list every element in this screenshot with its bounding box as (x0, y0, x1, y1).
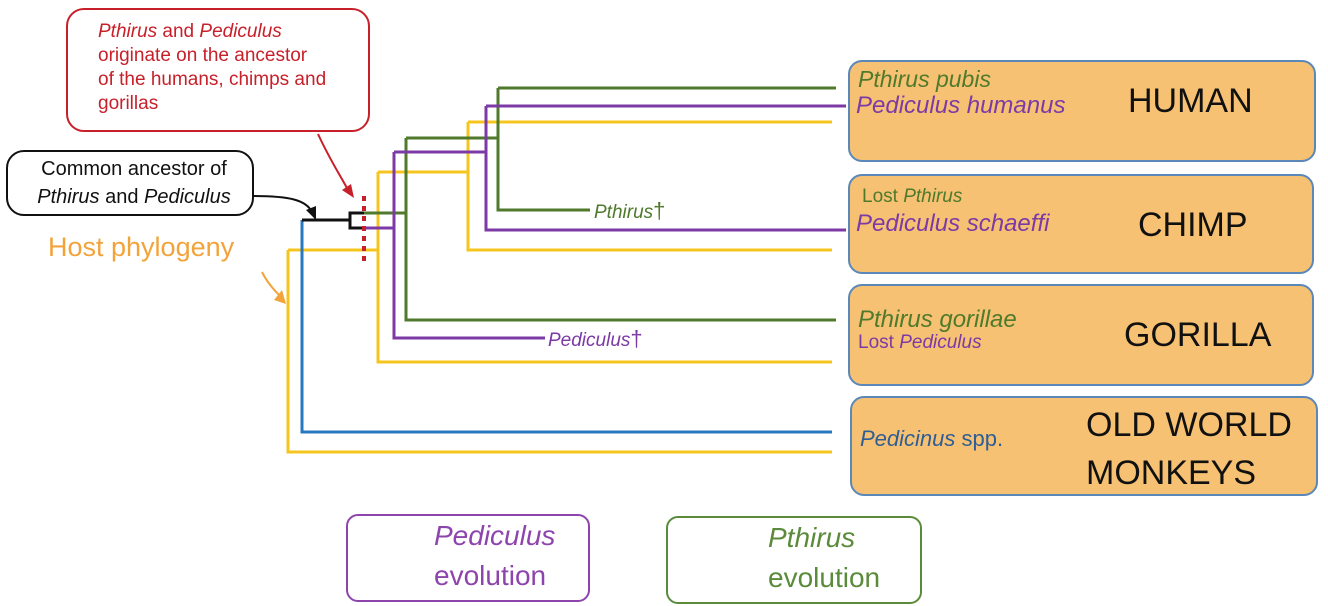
host-name-chimp: CHIMP (1138, 206, 1248, 244)
ancestor-callout: Common ancestor of Pthirus and Pediculus (6, 150, 254, 216)
legend-pediculus-word: evolution (434, 560, 547, 591)
lost-genus: Pediculus (899, 332, 982, 353)
origin-callout-line2: originate on the ancestor (98, 45, 308, 66)
ancestor-callout-line1: Common ancestor of (41, 158, 227, 180)
legend-pediculus-genus: Pediculus (434, 520, 556, 551)
extinct-pediculus-genus: Pediculus (548, 330, 631, 351)
louse-pthirus-pubis: Pthirus pubis (858, 66, 991, 92)
origin-callout-line3: of the humans, chimps and (98, 69, 327, 90)
louse-pediculus-schaeffi: Pediculus schaeffi (856, 210, 1050, 237)
origin-callout: Pthirus and Pediculus originate on the a… (66, 8, 370, 132)
pediculus-tree (364, 104, 846, 340)
origin-genus1: Pthirus (98, 21, 158, 42)
lost-prefix: Lost (862, 186, 904, 207)
host-box-old-world-monkeys: Pedicinus spp. OLD WORLD MONKEYS (850, 396, 1318, 496)
extinct-pediculus-label: Pediculus† (548, 326, 643, 352)
pthirus-human (496, 88, 590, 212)
pediculus-gorilla (392, 152, 545, 340)
host-branch-chimp (466, 122, 832, 252)
host-name-human: HUMAN (1128, 82, 1253, 120)
louse-pediculus-humanus: Pediculus humanus (856, 92, 1066, 119)
origin-and: and (157, 21, 200, 42)
origin-callout-line1: Pthirus and Pediculus (98, 20, 354, 44)
host-box-gorilla: Pthirus gorillae Lost Pediculus GORILLA (848, 284, 1314, 386)
legend-pthirus: Pthirus evolution (666, 516, 922, 604)
ancestor-callout-line2: Pthirus and Pediculus (26, 183, 242, 211)
ancestor-stub (348, 220, 364, 230)
ancestor-arrowhead (306, 206, 316, 220)
pedicinus-suffix: spp. (955, 426, 1004, 451)
ancestor-and: and (99, 186, 144, 208)
louse-lost-pediculus: Lost Pediculus (858, 332, 982, 354)
dagger-icon: † (653, 198, 666, 223)
pthirus-tree (364, 86, 836, 322)
pthirus-gorilla (404, 138, 836, 322)
legend-pediculus: Pediculus evolution (346, 514, 590, 602)
extinct-pthirus-label: Pthirus† (594, 198, 665, 224)
legend-pthirus-genus: Pthirus (768, 522, 856, 553)
host-name-gorilla: GORILLA (1124, 316, 1272, 354)
legend-pthirus-word: evolution (768, 562, 881, 593)
origin-callout-arrow (317, 133, 349, 191)
extinct-pthirus-genus: Pthirus (594, 202, 654, 223)
host-name-owm-line2: MONKEYS (1086, 454, 1257, 492)
ancestor-genus2: Pediculus (144, 186, 231, 208)
origin-callout-line4: gorillas (98, 93, 159, 114)
louse-pthirus-gorillae: Pthirus gorillae (858, 306, 1017, 333)
ancestor-callout-arrow (251, 195, 313, 213)
dagger-icon: † (630, 326, 643, 351)
host-phylogeny-arrowhead (274, 290, 286, 304)
host-branch-monkeys (286, 250, 832, 454)
host-box-human: Pthirus pubis Pediculus humanus HUMAN (848, 60, 1316, 162)
lost-genus: Pthirus (903, 186, 963, 207)
host-tree (286, 120, 832, 454)
origin-genus2: Pediculus (199, 21, 282, 42)
ancestor-genus1: Pthirus (37, 186, 100, 208)
pedicinus-branch (300, 220, 832, 434)
lost-prefix: Lost (858, 332, 900, 353)
louse-pedicinus: Pedicinus spp. (860, 426, 1003, 452)
louse-lost-pthirus: Lost Pthirus (862, 186, 962, 208)
host-name-owm-line1: OLD WORLD (1086, 406, 1292, 444)
host-box-chimp: Lost Pthirus Pediculus schaeffi CHIMP (848, 174, 1314, 274)
pedicinus-genus: Pedicinus (860, 426, 956, 451)
pediculus-chimp (484, 106, 846, 232)
common-ancestor-branch (302, 211, 364, 222)
host-phylogeny-label: Host phylogeny (48, 232, 235, 262)
origin-arrowhead (342, 184, 354, 198)
host-branch-gorilla (376, 172, 832, 364)
